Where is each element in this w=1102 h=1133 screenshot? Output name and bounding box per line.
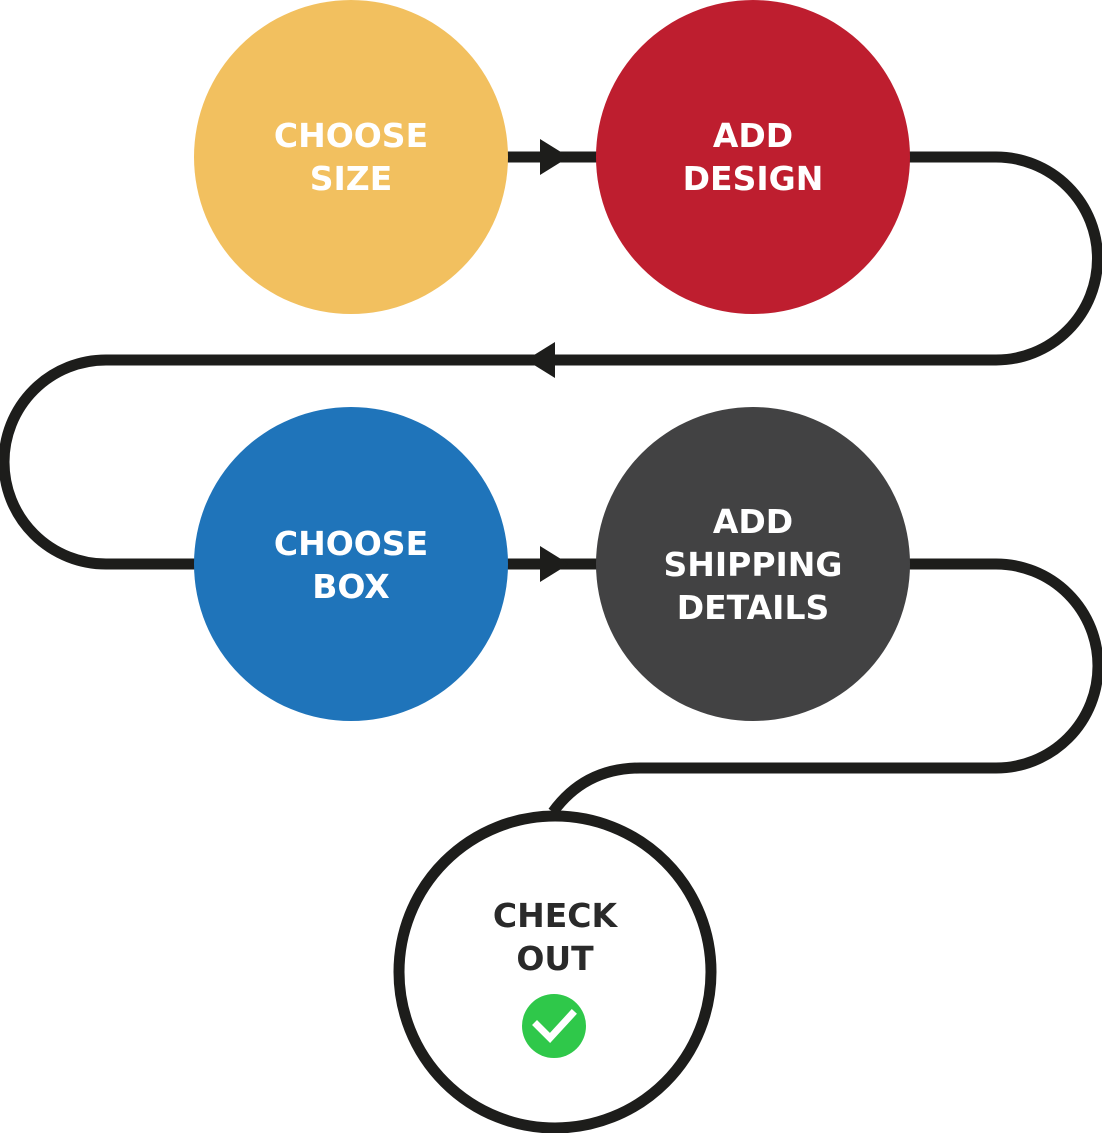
step-circle xyxy=(194,0,508,314)
connector-line xyxy=(0,151,1102,816)
step-label-line: SHIPPING xyxy=(663,545,842,584)
step-label-line: ADD xyxy=(713,502,793,541)
step-circle xyxy=(596,407,910,721)
check-mark-icon xyxy=(532,1009,577,1044)
step-circle xyxy=(596,0,910,314)
step-choose-box: CHOOSE BOX xyxy=(194,407,508,721)
step-label-line: DETAILS xyxy=(677,588,830,627)
check-icon-background xyxy=(522,994,586,1058)
step-label-line: CHECK xyxy=(493,896,619,935)
step-label-line: CHOOSE xyxy=(274,524,428,563)
step-circle xyxy=(194,407,508,721)
check-circle-icon xyxy=(522,994,586,1058)
step-add-design: ADD DESIGN xyxy=(596,0,910,314)
step-circle xyxy=(393,810,717,1133)
arrow-left-icon xyxy=(526,342,555,378)
arrow-right-icon xyxy=(540,546,569,582)
step-label-line: ADD xyxy=(713,116,793,155)
step-label-line: BOX xyxy=(312,567,389,606)
step-add-shipping-details: ADD SHIPPING DETAILS xyxy=(596,407,910,721)
step-label-line: OUT xyxy=(516,939,594,978)
step-label-line: CHOOSE xyxy=(274,116,428,155)
step-check-out: CHECK OUT xyxy=(393,810,717,1133)
step-label-line: SIZE xyxy=(310,159,393,198)
step-label-line: DESIGN xyxy=(683,159,824,198)
step-choose-size: CHOOSE SIZE xyxy=(194,0,508,314)
arrow-right-icon xyxy=(540,139,569,175)
